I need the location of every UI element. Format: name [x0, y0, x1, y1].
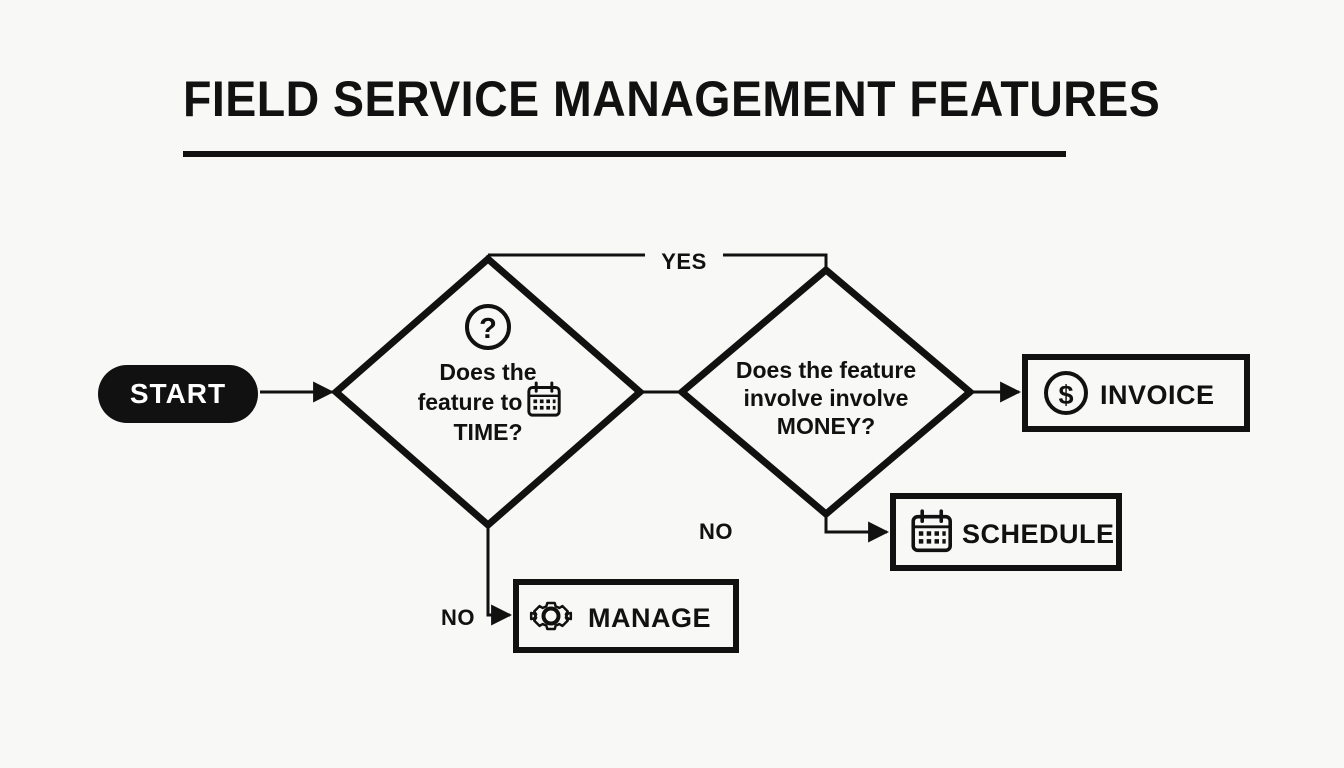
svg-text:?: ? — [479, 313, 497, 345]
question-circle-icon: ? — [465, 304, 511, 350]
edge-label-no-right: NO — [699, 519, 733, 544]
decision-money-line-2: involve involve — [744, 385, 909, 411]
svg-text:$: $ — [1058, 380, 1073, 410]
start-label: START — [130, 378, 226, 409]
node-schedule[interactable]: SCHEDULE — [890, 493, 1122, 571]
node-start[interactable]: START — [98, 365, 258, 423]
node-manage[interactable]: MANAGE — [513, 579, 739, 653]
edge-label-no-left: NO — [441, 605, 475, 630]
invoice-label: INVOICE — [1100, 380, 1215, 410]
manage-label: MANAGE — [588, 603, 711, 633]
start-pill-shape — [98, 365, 258, 423]
dollar-circle-icon: $ — [1044, 371, 1088, 415]
connector-layer — [260, 253, 1022, 626]
title-underline-rule — [183, 151, 1066, 157]
decision-money-diamond-shape — [676, 265, 976, 519]
decision-money-line-1: Does the feature — [736, 357, 916, 383]
gear-icon — [529, 601, 573, 631]
schedule-box-shape — [890, 493, 1122, 571]
calendar-icon — [527, 381, 561, 417]
title-block: FIELD SERVICE MANAGEMENT FEATURES — [183, 71, 1161, 157]
page-title: FIELD SERVICE MANAGEMENT FEATURES — [183, 71, 1161, 127]
node-decision-time[interactable]: ? Does the feature to TIME? — [330, 254, 646, 530]
decision-time-diamond-shape — [330, 254, 646, 530]
edge-yes-segment-right — [723, 253, 828, 270]
edge-decision-time-to-manage — [486, 525, 513, 626]
decision-money-line-3: MONEY? — [777, 413, 875, 439]
node-decision-money[interactable]: Does the feature involve involve MONEY? — [676, 265, 976, 519]
manage-box-shape — [513, 579, 739, 653]
decision-time-line-2: feature to — [418, 389, 523, 415]
invoice-box-shape — [1022, 354, 1250, 432]
calendar-icon — [911, 509, 952, 553]
edge-label-yes: YES — [661, 249, 707, 274]
edge-decision-money-to-schedule — [824, 514, 890, 543]
decision-time-line-3: TIME? — [454, 419, 523, 445]
node-invoice[interactable]: $ INVOICE — [1022, 354, 1250, 432]
schedule-label: SCHEDULE — [962, 519, 1115, 549]
decision-time-line-1: Does the — [439, 359, 536, 385]
